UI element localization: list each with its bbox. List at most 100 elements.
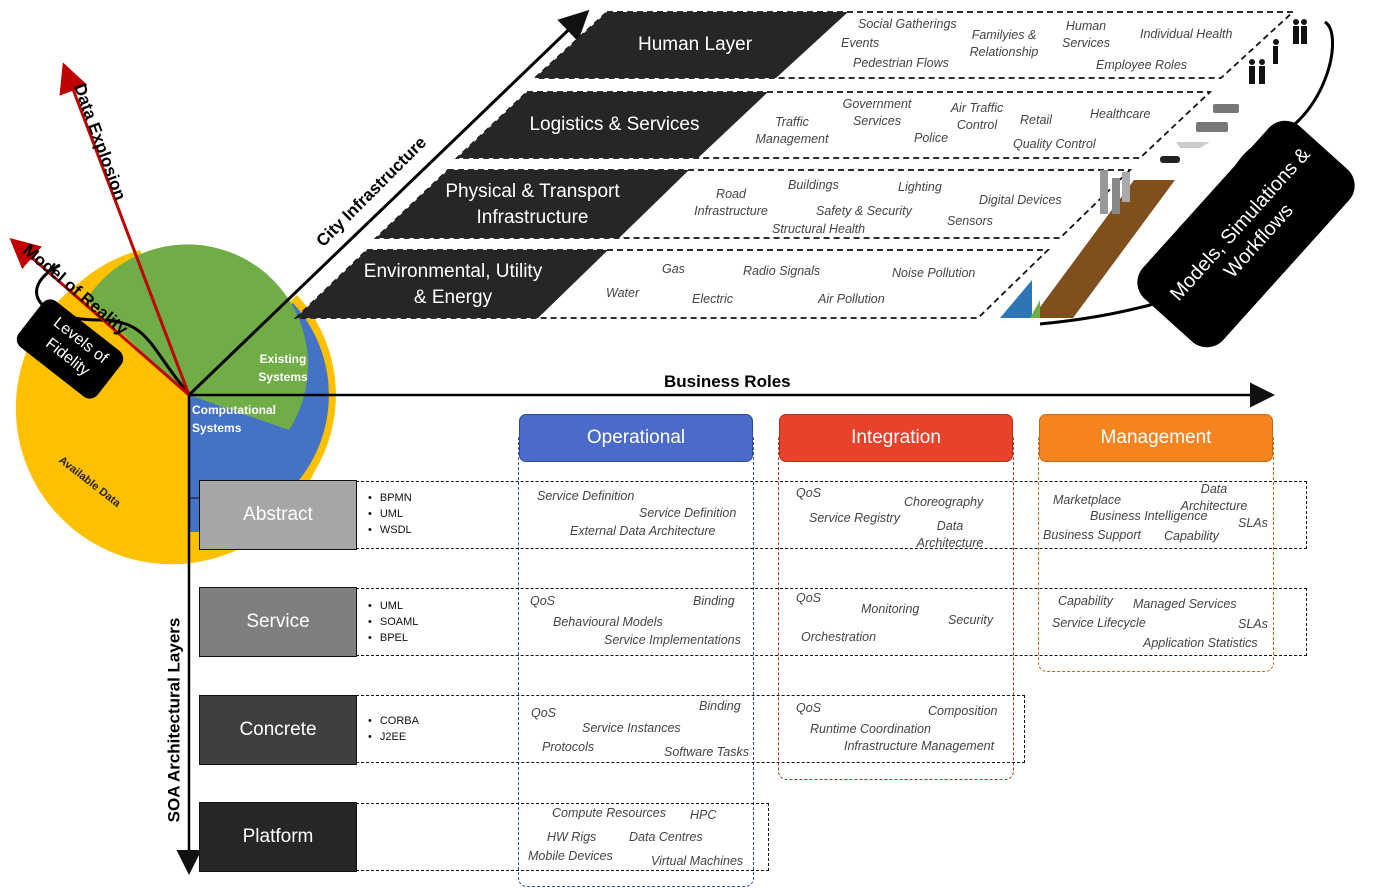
cell-item: Service Definition [639,506,737,520]
cell-item: QoS [796,486,822,500]
abstract-layer-box: Abstract [199,480,357,550]
existing-systems-label: Existing Systems [258,352,308,384]
cell-item: QoS [530,594,556,608]
abstract-tech-list: BPMN UML WSDL [368,490,412,538]
cell-item: Choreography [904,495,984,509]
service-tech-list: UML SOAML BPEL [368,598,419,646]
cell-item: SLAs [1238,516,1268,530]
cell-item: Service Implementations [604,633,741,647]
city-item: Police [914,131,949,145]
cell-item: Capability [1058,594,1113,608]
city-item: Traffic Management [755,115,829,146]
city-item: Familyies & Relationship [969,28,1039,59]
city-item: Digital Devices [979,193,1062,207]
tech-item: BPMN [368,490,412,506]
vehicle-icons [1160,104,1239,163]
models-box [1137,120,1355,348]
cell-item: QoS [531,706,557,720]
city-item: Water [606,286,640,300]
tech-item: WSDL [368,522,412,538]
tech-item: UML [368,598,418,614]
city-item: Safety & Security [816,204,912,218]
cell-item: Binding [693,594,735,608]
cell-item: Protocols [542,740,595,754]
abstract-row [356,481,1307,549]
city-item: Air Traffic Control [950,101,1004,132]
platform-layer-box: Platform [199,802,357,872]
concrete-tech-list: CORBA J2EE [368,713,419,745]
soa-layers-label: SOA Architectural Layers [164,617,184,823]
city-item: Human Services [1062,19,1110,50]
cell-item: Business Intelligence [1090,509,1208,523]
cell-item: HW Rigs [547,830,597,844]
city-item: Quality Control [1013,137,1096,151]
cell-item: Monitoring [861,602,920,616]
city-item: Healthcare [1090,107,1151,121]
fidelity-badge [16,263,192,399]
city-item: Retail [1020,113,1052,127]
city-item: Buildings [788,178,839,192]
cell-item: Orchestration [801,630,877,644]
cell-item: Service Instances [582,721,681,735]
cell-item: Infrastructure Management [844,739,995,753]
cell-item: Composition [928,704,998,718]
concrete-row [356,695,1025,763]
management-header: Management [1039,414,1273,462]
cell-item: Compute Resources [552,806,666,820]
city-item: Road Infrastructure [694,187,768,218]
city-item: Pedestrian Flows [853,56,949,70]
cell-item: Service Registry [809,511,900,525]
cell-item: Data Architecture [1180,482,1248,513]
city-item: Electric [692,292,733,306]
cell-item: Security [948,613,994,627]
cell-item: Marketplace [1053,493,1122,507]
environmental-label: Environmental, Utility & Energy [363,261,543,308]
tech-item: UML [368,506,412,522]
building-icon [1100,170,1108,214]
cell-item: Capability [1164,529,1219,543]
model-of-reality-arrow [9,238,190,397]
logistics-label: Logistics & Services [529,114,700,135]
city-item: Social Gatherings [858,17,957,31]
cell-item: Data Architecture [916,519,984,550]
operational-header: Operational [519,414,753,462]
service-layer-box: Service [199,587,357,657]
cell-item: QoS [796,591,822,605]
human-layer-label: Human Layer [637,34,753,55]
tech-item: CORBA [368,713,419,729]
cell-item: Mobile Devices [528,849,613,863]
platform-row [356,803,769,871]
city-item: Air Pollution [818,292,885,306]
city-item: Radio Signals [743,264,821,278]
service-row [356,588,1307,656]
people-icon [1249,19,1307,84]
cell-item: HPC [690,808,717,822]
data-explosion-arrow [59,62,191,396]
integration-header: Integration [779,414,1013,462]
cell-item: Data Centres [629,830,703,844]
cell-item: Application Statistics [1143,636,1258,650]
cell-item: QoS [796,701,822,715]
physical-label: Physical & Transport Infrastructure [445,181,620,228]
city-item: Individual Health [1140,27,1233,41]
cell-item: Business Support [1043,528,1141,542]
business-roles-label: Business Roles [664,372,791,391]
city-item: Gas [662,262,685,276]
tech-item: SOAML [368,614,419,630]
concrete-layer-box: Concrete [199,695,357,765]
cell-item: Behavioural Models [553,615,663,629]
cell-item: Virtual Machines [651,854,744,868]
computational-systems-label: Computational Systems [192,403,276,435]
city-item: Lighting [898,180,942,194]
cell-item: Service Definition [537,489,635,503]
cell-item: SLAs [1238,617,1268,631]
tech-item: J2EE [368,729,419,745]
city-item: Noise Pollution [892,266,976,280]
cell-item: External Data Architecture [570,524,716,538]
city-item: Sensors [947,214,993,228]
cell-item: Software Tasks [664,745,749,759]
city-item: Structural Health [772,222,866,236]
cell-item: Binding [699,699,741,713]
cell-item: Service Lifecycle [1052,616,1146,630]
